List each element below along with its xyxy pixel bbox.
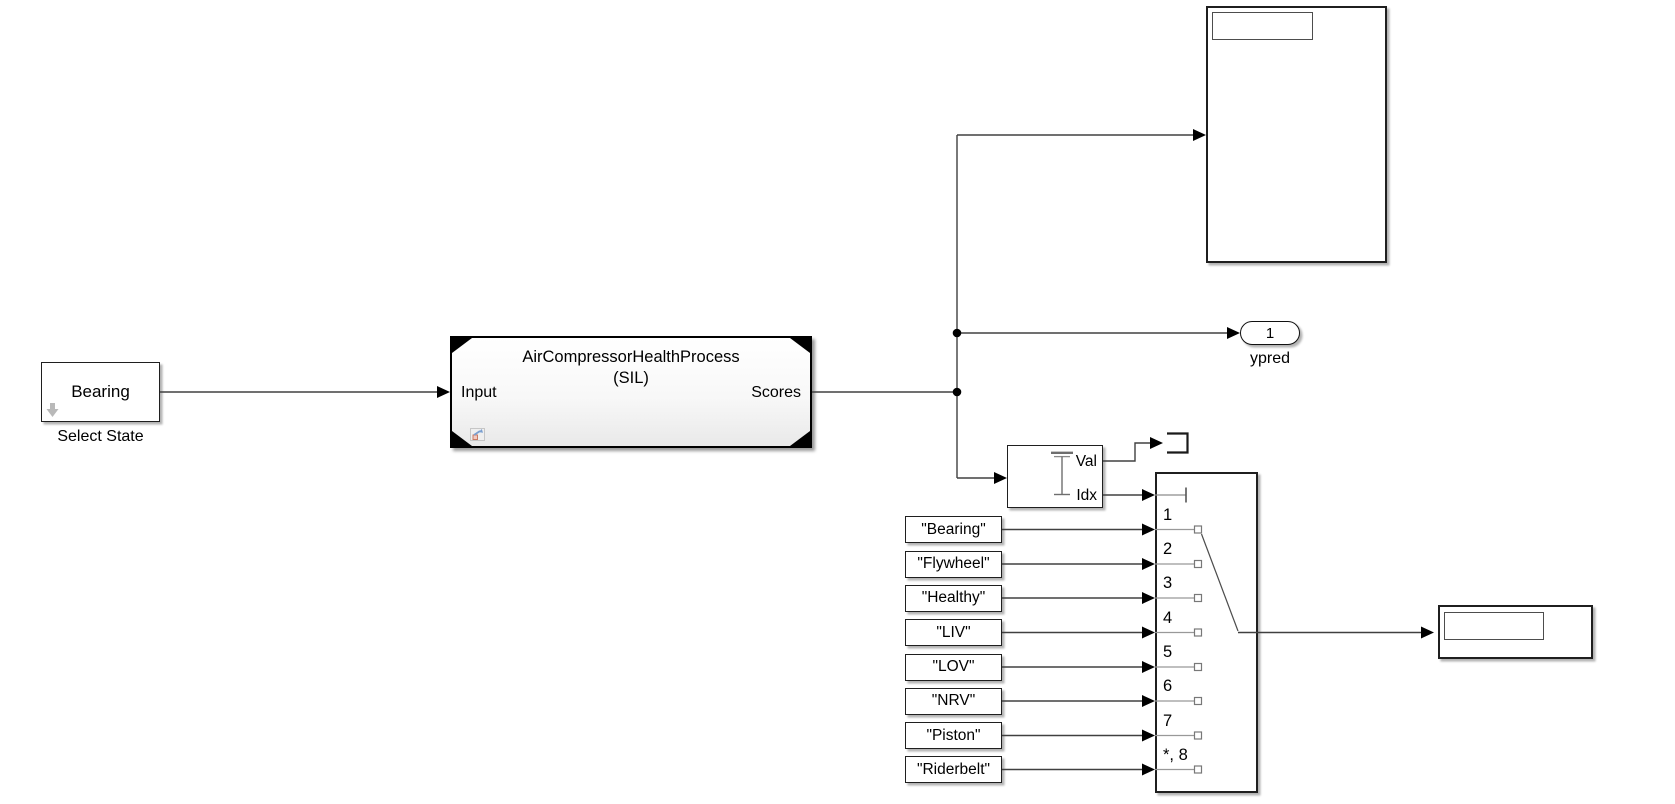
branch-dot — [952, 328, 962, 338]
arrowhead-icon — [1193, 129, 1206, 141]
string-constant-riderbelt[interactable]: "Riderbelt" — [905, 756, 1002, 783]
string-constant-healthy[interactable]: "Healthy" — [905, 584, 1002, 612]
arrowhead-icon — [994, 472, 1007, 484]
wire-val-to-terminator[interactable] — [1103, 437, 1163, 462]
string-constant-label: "Piston" — [926, 726, 981, 744]
wire-constant-to-switch-1[interactable] — [1002, 523, 1155, 536]
switch-port-label-5: 5 — [1163, 643, 1173, 661]
string-constant-label: "Bearing" — [921, 520, 986, 538]
switch-port-label-7: 7 — [1163, 711, 1173, 730]
arrowhead-icon — [1142, 626, 1155, 639]
arrowhead-icon — [1150, 437, 1163, 449]
wire-switch-to-display[interactable] — [1258, 626, 1434, 639]
sil-corner-badge — [452, 431, 472, 446]
arrowhead-icon — [1142, 523, 1155, 536]
sil-input-port-label: Input — [461, 384, 497, 401]
arrowhead-icon — [1142, 489, 1155, 501]
arrowhead-icon — [1142, 695, 1155, 707]
string-constant-liv[interactable]: "LIV" — [905, 619, 1002, 646]
display-value-box — [1212, 12, 1313, 40]
string-constant-flywheel[interactable]: "Flywheel" — [905, 550, 1002, 578]
arrowhead-icon — [1142, 661, 1155, 673]
string-constant-label: "Riderbelt" — [916, 760, 991, 778]
switch-port-label-1: 1 — [1163, 505, 1173, 524]
display-value-box — [1444, 612, 1544, 640]
wire-constant-to-switch-5[interactable] — [1002, 661, 1155, 673]
dropdown-arrow-icon[interactable] — [46, 403, 59, 418]
switch-port-label-6: 6 — [1163, 677, 1173, 695]
wire-constant-to-switch-3[interactable] — [1002, 592, 1155, 604]
arrowhead-icon — [1142, 763, 1155, 776]
scope-display-block[interactable] — [1206, 6, 1387, 263]
arrowhead-icon — [1142, 729, 1155, 742]
string-constant-label: "NRV" — [931, 692, 976, 709]
ypred-caption: ypred — [1249, 350, 1291, 367]
sil-corner-badge — [452, 338, 472, 353]
open-model-icon[interactable] — [470, 428, 485, 441]
minmax-idx-port-label: Idx — [1076, 487, 1097, 504]
terminator-block[interactable] — [1167, 432, 1189, 454]
sil-title-line2: (SIL) — [613, 369, 649, 387]
sil-title-line1: AirCompressorHealthProcess — [522, 348, 740, 366]
ypred-outport-block[interactable]: 1 — [1240, 321, 1300, 345]
sil-scores-port-label: Scores — [751, 384, 801, 401]
switch-port-label-8: *, 8 — [1163, 745, 1188, 764]
string-constant-nrv[interactable]: "NRV" — [905, 687, 1002, 715]
sil-subsystem-block[interactable]: AirCompressorHealthProcess (SIL) Input S… — [450, 336, 812, 448]
arrowhead-icon — [1142, 592, 1155, 604]
wire-scores-branch[interactable] — [812, 129, 1240, 484]
outport-index: 1 — [1265, 324, 1275, 342]
wire-idx-to-switch[interactable] — [1103, 489, 1155, 501]
string-constant-label: "Flywheel" — [917, 555, 990, 572]
string-constant-piston[interactable]: "Piston" — [905, 722, 1002, 749]
wire-constant-to-switch-2[interactable] — [1002, 558, 1155, 570]
branch-dot — [952, 387, 962, 397]
arrowhead-icon — [1421, 626, 1434, 639]
arrowhead-icon — [437, 386, 450, 398]
arrowhead-icon — [1142, 558, 1155, 570]
sil-corner-badge — [790, 431, 810, 446]
sil-block-title: AirCompressorHealthProcess (SIL) — [452, 347, 810, 389]
string-constant-label: "LIV" — [936, 623, 971, 641]
string-constant-bearing[interactable]: "Bearing" — [905, 516, 1002, 543]
select-state-value: Bearing — [71, 382, 130, 401]
switch-port-label-2: 2 — [1163, 540, 1173, 558]
select-state-caption: Select State — [57, 428, 144, 445]
string-constant-label: "LOV" — [932, 658, 975, 675]
select-state-block[interactable]: Bearing — [41, 362, 160, 422]
switch-port-label-4: 4 — [1163, 608, 1173, 627]
arrowhead-icon — [1227, 327, 1240, 339]
minmax-block[interactable]: Val Idx — [1007, 445, 1103, 508]
wire-constant-to-switch-6[interactable] — [1002, 695, 1155, 707]
multiport-switch-block[interactable]: 1 2 3 4 5 6 7 *, 8 — [1155, 472, 1258, 793]
wire-bearing-to-sil[interactable] — [160, 386, 450, 398]
wire-constant-to-switch-7[interactable] — [1002, 729, 1155, 742]
switch-port-label-3: 3 — [1163, 574, 1173, 592]
wire-constant-to-switch-4[interactable] — [1002, 626, 1155, 639]
minmax-val-port-label: Val — [1075, 453, 1097, 470]
sil-corner-badge — [790, 338, 810, 353]
string-constant-lov[interactable]: "LOV" — [905, 653, 1002, 681]
wire-constant-to-switch-8[interactable] — [1002, 763, 1155, 776]
string-constant-label: "Healthy" — [921, 589, 986, 606]
result-display-block[interactable] — [1438, 605, 1593, 659]
